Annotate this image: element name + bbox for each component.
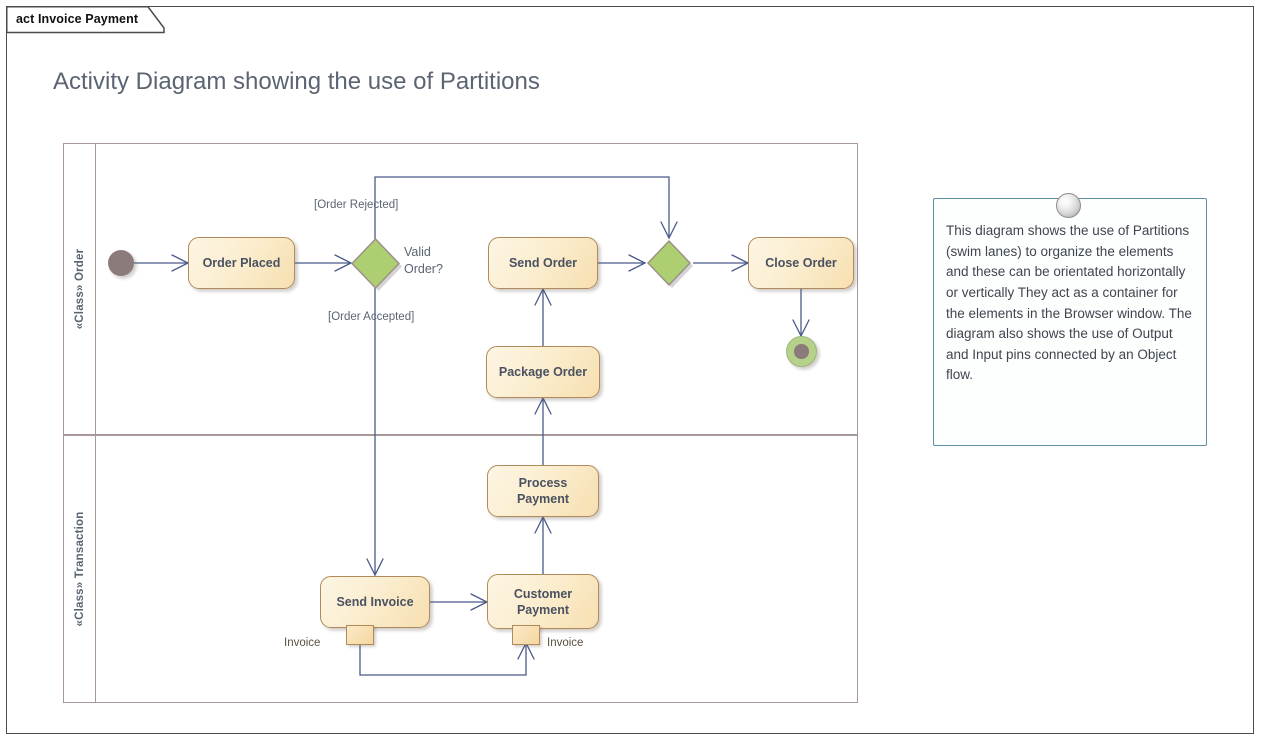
action-process-payment[interactable]: Process Payment [487,465,599,517]
lane-header-transaction: «Class» Transaction [64,436,96,702]
action-label: Send Order [508,256,578,270]
action-label-line2: Payment [516,602,570,617]
lane-label-order: «Class» Order [73,248,86,330]
action-label-line2: Payment [516,492,570,506]
action-order-placed[interactable]: Order Placed [188,237,295,289]
action-close-order[interactable]: Close Order [748,237,854,289]
action-send-order[interactable]: Send Order [488,237,598,289]
lane-label-transaction: «Class» Transaction [73,511,86,627]
action-label: Process Payment [517,475,569,507]
frame-tab-shape [6,6,165,34]
note-box[interactable]: This diagram shows the use of Partitions… [933,198,1207,446]
initial-node[interactable] [108,250,134,276]
frame-tab-label: act Invoice Payment [16,12,139,26]
page-title: Activity Diagram showing the use of Part… [53,68,540,95]
action-label: Send Invoice [336,595,414,609]
input-pin-invoice[interactable] [512,625,540,645]
decision-label-line1: Valid [404,245,431,259]
action-label-line1: Customer [513,586,573,601]
action-label: Close Order [765,256,837,270]
note-text: This diagram shows the use of Partitions… [946,223,1192,383]
action-label: Package Order [498,365,588,379]
final-node-inner [794,344,809,359]
action-label-line1: Process [518,476,568,490]
lane-transaction: «Class» Transaction [63,435,858,703]
output-pin-invoice[interactable] [346,625,374,645]
decision-label-line2: Order? [404,261,443,276]
merge-node[interactable] [644,238,694,288]
output-pin-label: Invoice [284,637,321,649]
guard-label-order-rejected: [Order Rejected] [314,199,399,211]
swimlane-container: «Class» Order «Class» Transaction [63,143,858,703]
action-label: Customer Payment [514,586,572,618]
lane-order: «Class» Order [63,143,858,435]
action-customer-payment[interactable]: Customer Payment [487,574,599,629]
action-send-invoice[interactable]: Send Invoice [320,576,430,628]
action-label: Order Placed [202,256,281,270]
decision-node-valid-order[interactable] [348,236,403,291]
lane-header-order: «Class» Order [64,144,96,434]
input-pin-label: Invoice [547,637,584,649]
note-anchor-handle[interactable] [1056,193,1081,218]
guard-label-order-accepted: [Order Accepted] [328,311,415,323]
decision-label: Valid Order? [404,244,443,277]
action-package-order[interactable]: Package Order [486,346,600,398]
final-node[interactable] [786,336,817,367]
